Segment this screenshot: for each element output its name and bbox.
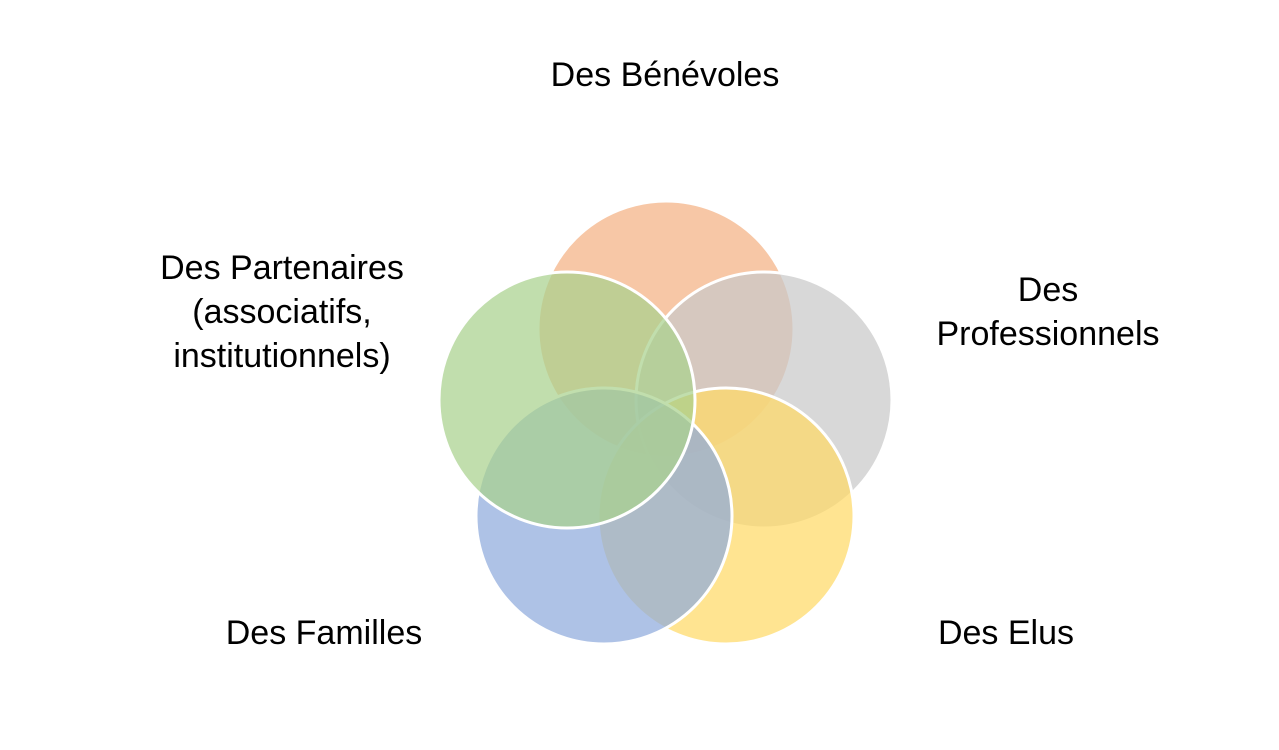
label-elus-line: Des Elus bbox=[937, 614, 1075, 652]
label-benevoles: Des Bénévoles bbox=[465, 53, 865, 97]
label-benevoles-line: Des Bénévoles bbox=[550, 56, 780, 94]
circle-layer bbox=[437, 199, 894, 646]
circle-partenaires bbox=[437, 270, 697, 530]
label-professionnels-line-1: Des bbox=[1017, 271, 1079, 309]
label-familles: Des Familles bbox=[124, 611, 524, 655]
label-partenaires-line-2: (associatifs, bbox=[192, 293, 372, 331]
label-familles-line: Des Familles bbox=[225, 614, 423, 652]
label-professionnels-line-2: Professionnels bbox=[936, 315, 1160, 353]
label-partenaires-line-1: Des Partenaires bbox=[160, 249, 404, 287]
label-partenaires: Des Partenaires (associatifs, institutio… bbox=[82, 246, 482, 378]
label-elus: Des Elus bbox=[806, 611, 1206, 655]
label-professionnels: Des Professionnels bbox=[848, 268, 1248, 356]
label-partenaires-line-3: institutionnels) bbox=[173, 337, 391, 375]
